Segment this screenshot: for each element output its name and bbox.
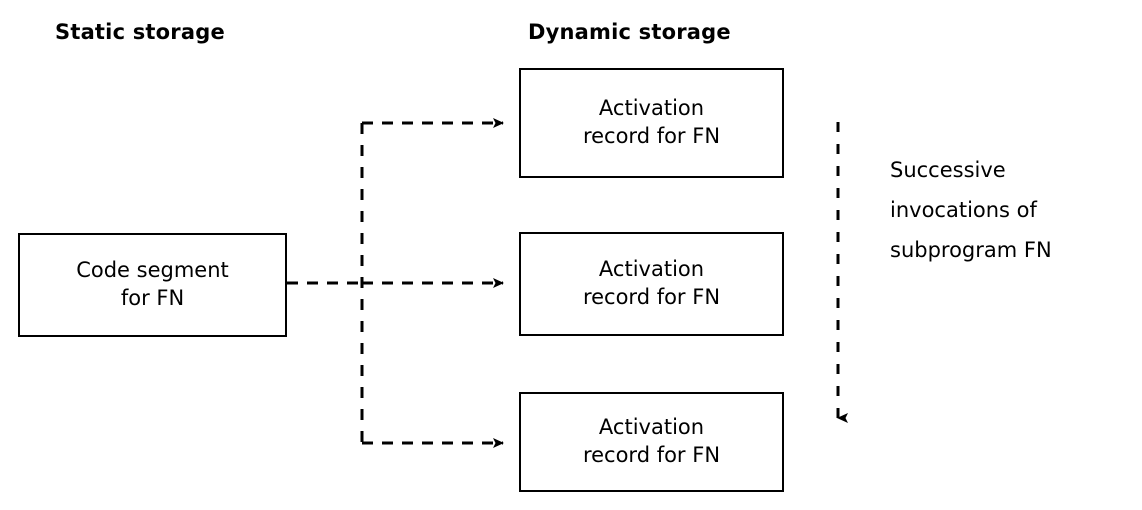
node-activation-record-3: Activation record for FN (519, 392, 784, 492)
column-header-static-storage: Static storage (55, 20, 225, 44)
activation-record-2-line-2: record for FN (582, 285, 721, 309)
caption-successive-invocations: Successive invocations of subprogram FN (890, 150, 1140, 270)
column-header-dynamic-storage: Dynamic storage (528, 20, 731, 44)
caption-line-3: subprogram FN (890, 238, 1052, 262)
code-segment-line-1: Code segment (76, 258, 229, 283)
code-segment-line-2: for FN (120, 286, 185, 310)
activation-record-3-line-2: record for FN (582, 443, 721, 467)
activation-record-3-line-1: Activation (598, 415, 705, 440)
node-code-segment-for-fn: Code segment for FN (18, 233, 287, 337)
caption-line-2: invocations of (890, 198, 1037, 222)
caption-line-1: Successive (890, 158, 1006, 182)
activation-record-1-line-2: record for FN (582, 124, 721, 148)
activation-record-1-line-1: Activation (598, 96, 705, 121)
node-activation-record-2: Activation record for FN (519, 232, 784, 336)
activation-record-2-line-1: Activation (598, 257, 705, 282)
node-activation-record-1: Activation record for FN (519, 68, 784, 178)
